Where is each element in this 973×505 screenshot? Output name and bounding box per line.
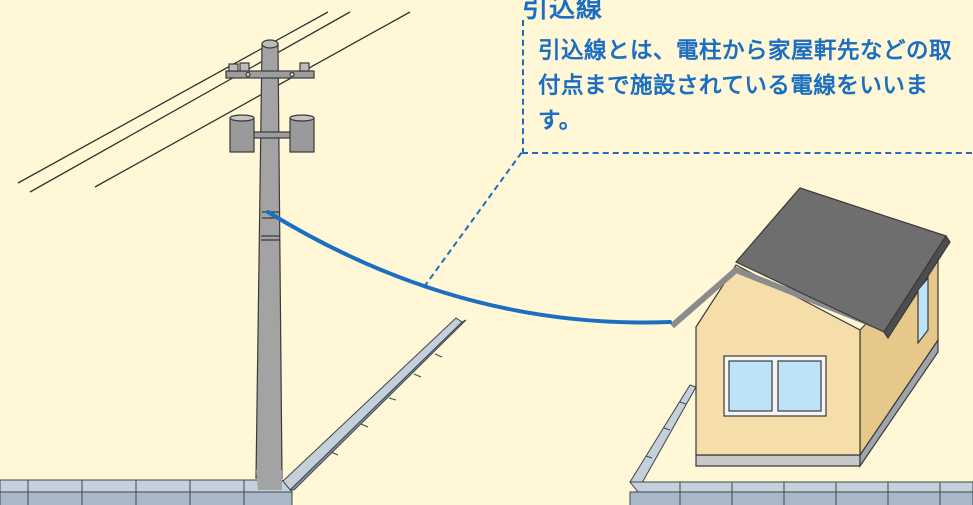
utility-pole [225, 39, 315, 490]
side-block-wall-right [629, 384, 697, 491]
callout-leader-line [423, 151, 523, 288]
house [670, 187, 951, 468]
side-block-wall [281, 317, 467, 491]
overhead-power-lines [17, 11, 411, 193]
callout-box [522, 20, 973, 154]
callout-description: 引込線とは、電柱から家屋軒先などの取付点まで施設されている電線をいいます。 [538, 38, 953, 134]
service-drop-wire [266, 210, 672, 325]
callout-title: 引込線 [522, 0, 604, 24]
front-block-wall-left [0, 479, 294, 505]
front-block-wall-right [628, 481, 973, 505]
